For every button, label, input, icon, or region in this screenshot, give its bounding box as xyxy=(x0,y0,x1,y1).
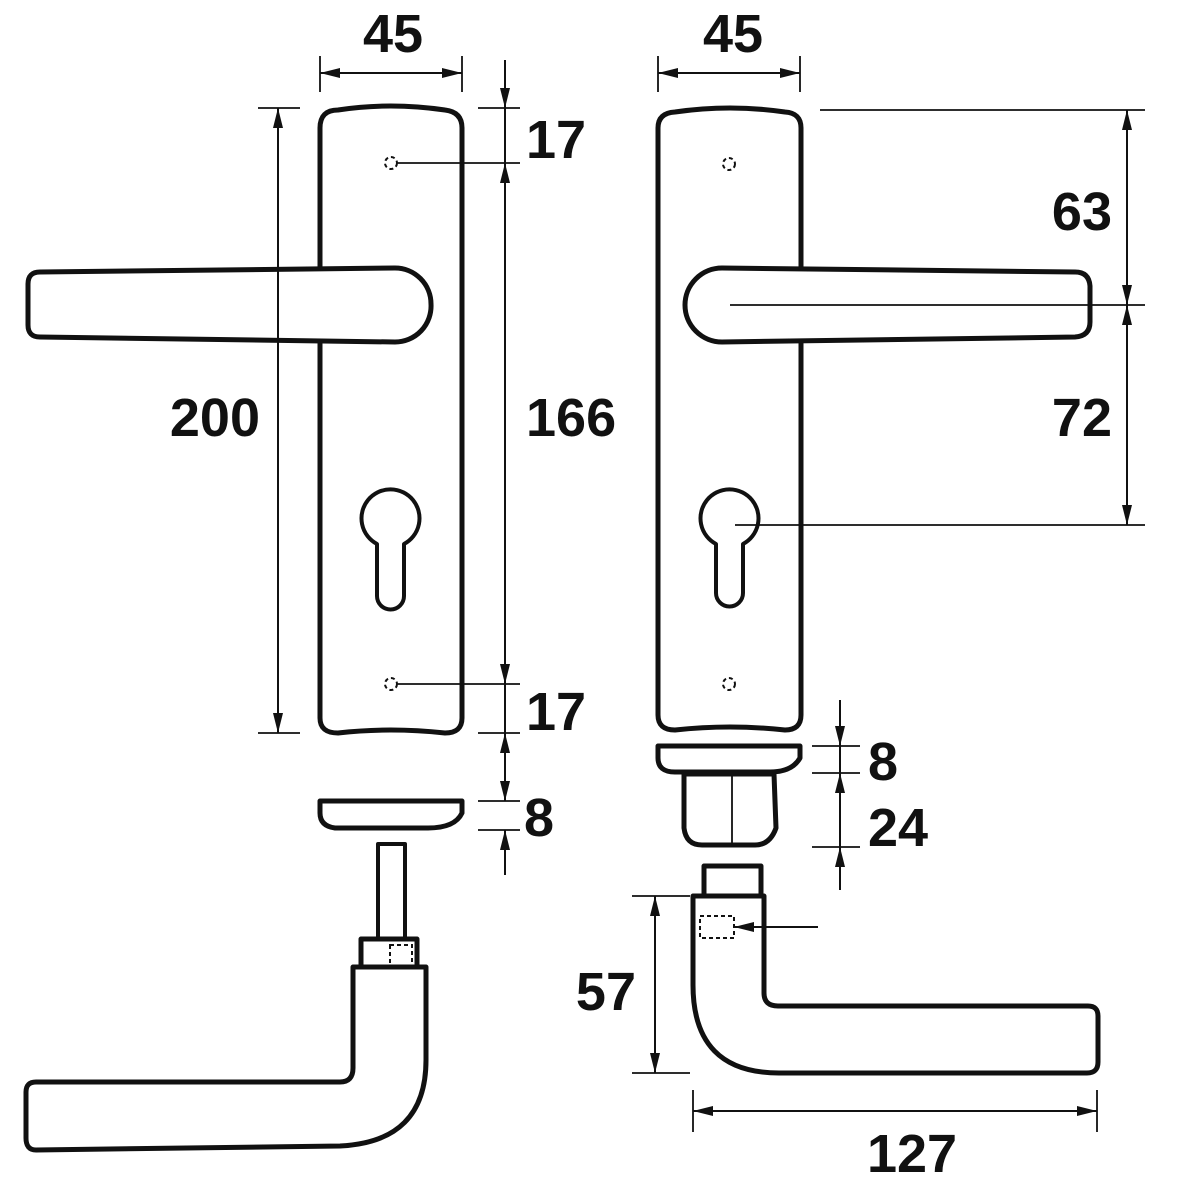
label-lever-axis-to-cylinder: 72 xyxy=(1052,388,1112,448)
right-backplate xyxy=(655,105,804,733)
right-top-screw-hole-icon xyxy=(722,157,736,171)
right-keyhole-icon xyxy=(698,487,761,609)
label-lever-length: 127 xyxy=(867,1124,957,1181)
right-lever-side xyxy=(690,893,1101,1076)
left-lever-top xyxy=(25,265,434,345)
left-view xyxy=(23,103,465,1153)
left-spindle xyxy=(376,842,407,941)
left-keyhole-icon xyxy=(359,487,422,612)
right-view xyxy=(655,105,1101,1076)
right-collar xyxy=(681,771,779,848)
left-backplate xyxy=(317,103,465,736)
left-collar-grub-screw-icon xyxy=(389,944,413,968)
label-top-to-lever-axis: 63 xyxy=(1052,182,1112,242)
label-collar-height: 24 xyxy=(868,798,928,858)
label-lever-neck-height: 57 xyxy=(576,962,636,1022)
label-top-hole-offset: 17 xyxy=(526,110,586,170)
label-hole-spacing: 166 xyxy=(526,388,616,448)
right-lever-spindle-block xyxy=(701,863,764,899)
left-lever-side xyxy=(23,964,429,1153)
right-bottom-screw-hole-icon xyxy=(722,677,736,691)
label-left-plate-width: 45 xyxy=(363,4,423,64)
dimension-labels: 45 45 17 166 17 200 8 63 72 8 24 57 127 xyxy=(170,4,1112,1181)
left-rose-side xyxy=(317,798,465,831)
right-rose-side xyxy=(655,743,803,775)
label-plate-height: 200 xyxy=(170,388,260,448)
dimension-lines xyxy=(258,56,1145,1132)
label-right-plate-width: 45 xyxy=(703,4,763,64)
label-rose-thickness-right: 8 xyxy=(868,732,898,792)
label-rose-thickness-left: 8 xyxy=(524,788,554,848)
label-bottom-hole-offset: 17 xyxy=(526,682,586,742)
